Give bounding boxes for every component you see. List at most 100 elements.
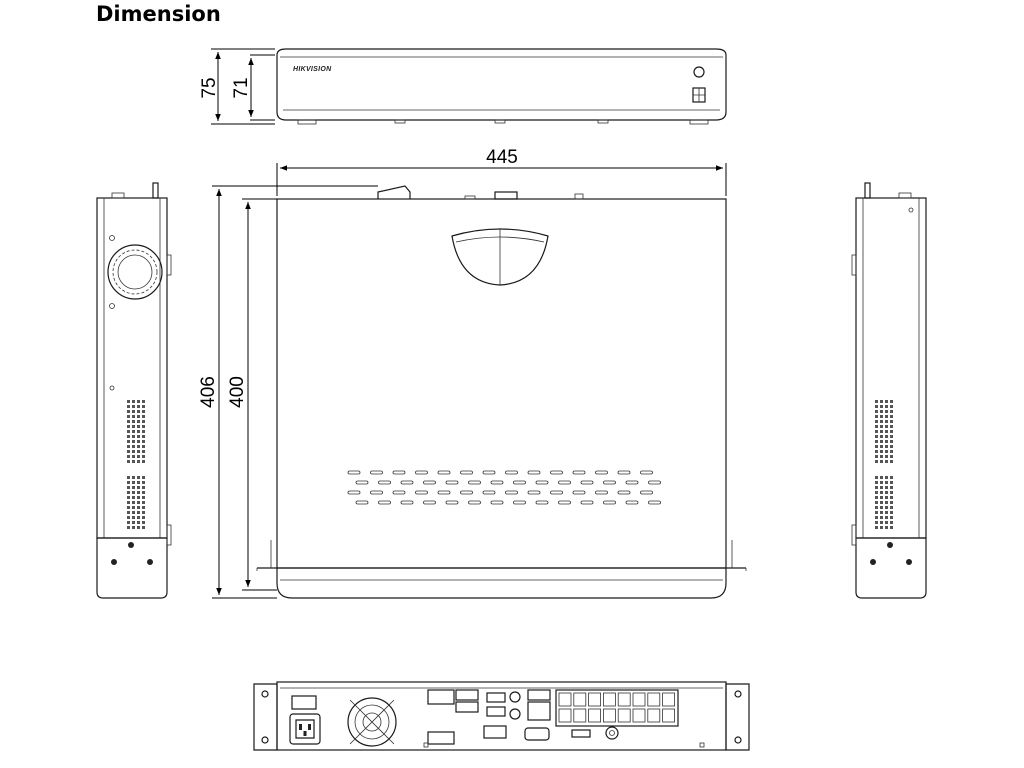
side-vent-hole [890,410,893,413]
side-vent-hole [890,430,893,433]
side-vent-hole [127,400,130,403]
side-vent-hole [127,440,130,443]
side-vent-hole [127,481,130,484]
poe-port [662,708,675,723]
side-vent-hole [880,526,883,529]
front-height-dimensions: 75 71 [199,48,275,125]
vent-slot [535,480,549,485]
side-vent-hole [890,445,893,448]
side-vent-hole [132,410,135,413]
vent-slot [617,490,631,495]
vent-slot [625,500,639,505]
vent-slot [370,470,383,475]
side-vent-hole [890,496,893,499]
vent-slot [347,490,361,495]
side-vent-hole [885,450,888,453]
vent-slot [445,480,459,485]
side-vent-hole [127,521,130,524]
vga-port-icon [483,725,507,739]
side-vent-hole [875,450,878,453]
side-vent-hole [132,516,135,519]
side-vent-hole [875,435,878,438]
side-vent-hole [880,460,883,463]
side-vent-hole [132,405,135,408]
side-vent-hole [127,491,130,494]
vent-slot [378,480,391,485]
side-vent-hole [885,486,888,489]
usb-rear-icon [527,689,551,701]
side-vent-hole [885,410,888,413]
side-vent-hole [137,420,140,423]
side-vent-hole [880,440,883,443]
side-vent-hole [132,430,135,433]
side-vent-hole [137,455,140,458]
side-vent-hole [885,521,888,524]
vent-slot [468,480,481,485]
side-vent-hole [142,481,145,484]
side-vent-hole [885,420,888,423]
side-vent-hole [880,491,883,494]
rs232-port-icon [524,727,550,741]
side-vent-hole [132,506,135,509]
poe-port [603,692,616,707]
vent-slot [550,490,563,495]
side-vent-hole [127,425,130,428]
side-vent-hole [127,516,130,519]
brand-logo: HIKVISION [293,66,332,73]
side-vent-hole [132,400,135,403]
poe-port [558,708,572,723]
power-button-icon [693,66,705,78]
vent-slot [580,480,594,485]
side-vent-hole [875,420,878,423]
side-vent-hole [875,425,878,428]
side-vent-hole [875,486,878,489]
vent-slot [445,500,459,505]
side-vent-hole [880,405,883,408]
side-vent-hole [137,425,140,428]
side-vent-hole [880,516,883,519]
poe-port [647,692,661,707]
side-vent-hole [137,415,140,418]
poe-port [558,692,572,707]
side-vent-hole [142,445,145,448]
side-vent-hole [127,486,130,489]
side-vent-hole [885,405,888,408]
side-vent-hole [885,481,888,484]
side-vent-hole [880,445,883,448]
side-vent-hole [885,440,888,443]
power-inlet-icon [289,713,321,745]
side-vent-hole [885,506,888,509]
side-vent-hole [885,476,888,479]
poe-port [647,708,661,723]
width-dimension: 445 [276,147,727,196]
side-vent-hole [142,440,145,443]
side-vent-hole [875,481,878,484]
side-vent-hole [875,526,878,529]
side-vent-hole [132,476,135,479]
vent-slot [648,500,661,505]
vent-slot [648,480,661,485]
side-vent-hole [142,400,145,403]
vent-slot [640,490,653,495]
side-vent-hole [890,476,893,479]
vent-slot [513,500,526,505]
side-vent-hole [875,516,878,519]
side-vent-hole [137,450,140,453]
vent-slot [482,470,496,475]
side-vent-hole [137,430,140,433]
poe-port [632,692,646,707]
vent-slot [527,470,541,475]
side-vent-hole [880,501,883,504]
side-vent-hole [142,415,145,418]
vent-slot [572,490,586,495]
side-vent-hole [127,455,130,458]
vent-slot [505,470,518,475]
vent-slot [460,470,473,475]
vent-slot [558,500,571,505]
vent-slot [558,480,571,485]
side-vent-hole [875,491,878,494]
side-vent-hole [127,460,130,463]
side-vent-hole [890,526,893,529]
side-vent-hole [127,501,130,504]
side-vent-hole [137,410,140,413]
